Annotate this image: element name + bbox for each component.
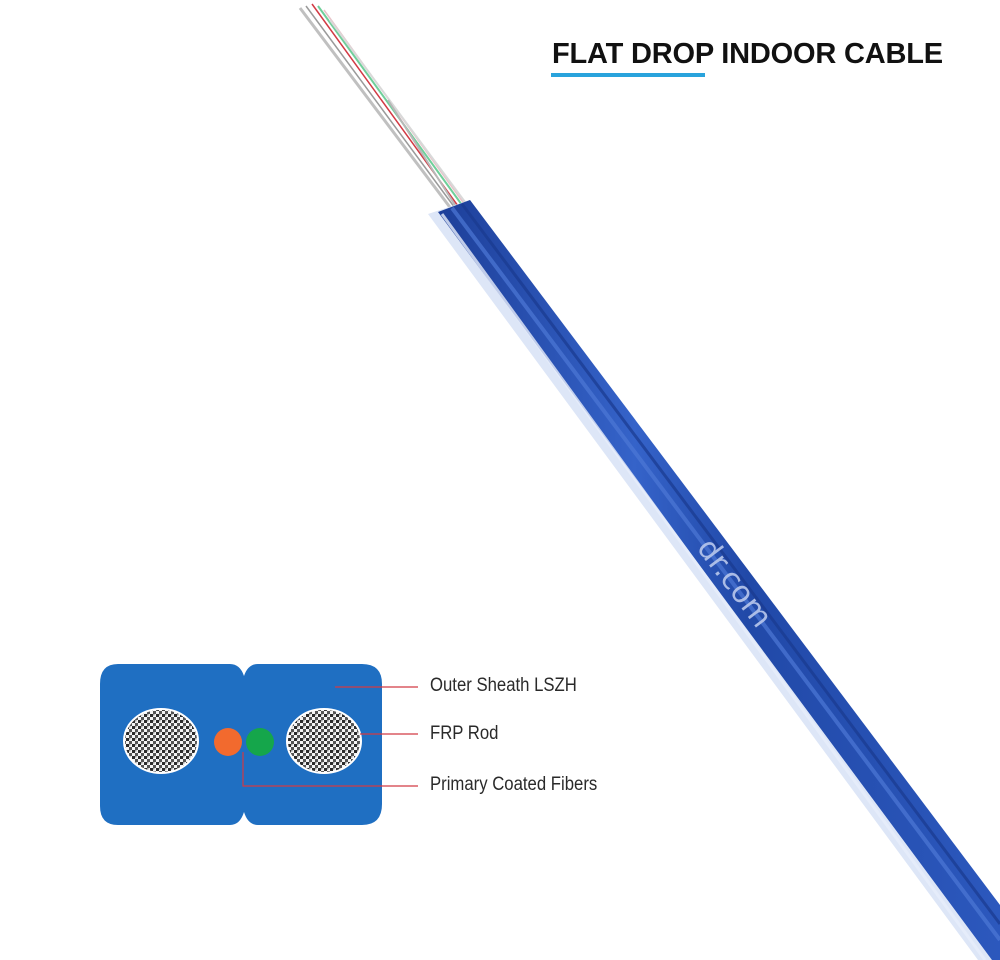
strength-member-right bbox=[286, 708, 362, 774]
strength-member-left bbox=[123, 708, 199, 774]
cross-section-diagram bbox=[100, 664, 382, 825]
fiber-orange bbox=[214, 728, 242, 756]
title-underline bbox=[551, 73, 705, 77]
fiber-green bbox=[246, 728, 274, 756]
page-title: FLAT DROP INDOOR CABLE bbox=[552, 38, 943, 70]
cable-jacket bbox=[428, 200, 1000, 960]
leader-fibers bbox=[242, 752, 418, 787]
exposed-fibers bbox=[298, 3, 469, 211]
callout-fibers: Primary Coated Fibers bbox=[430, 774, 598, 795]
callout-outer-sheath: Outer Sheath LSZH bbox=[430, 675, 577, 696]
callout-frp-rod: FRP Rod bbox=[430, 723, 499, 744]
leader-lines bbox=[242, 686, 418, 787]
